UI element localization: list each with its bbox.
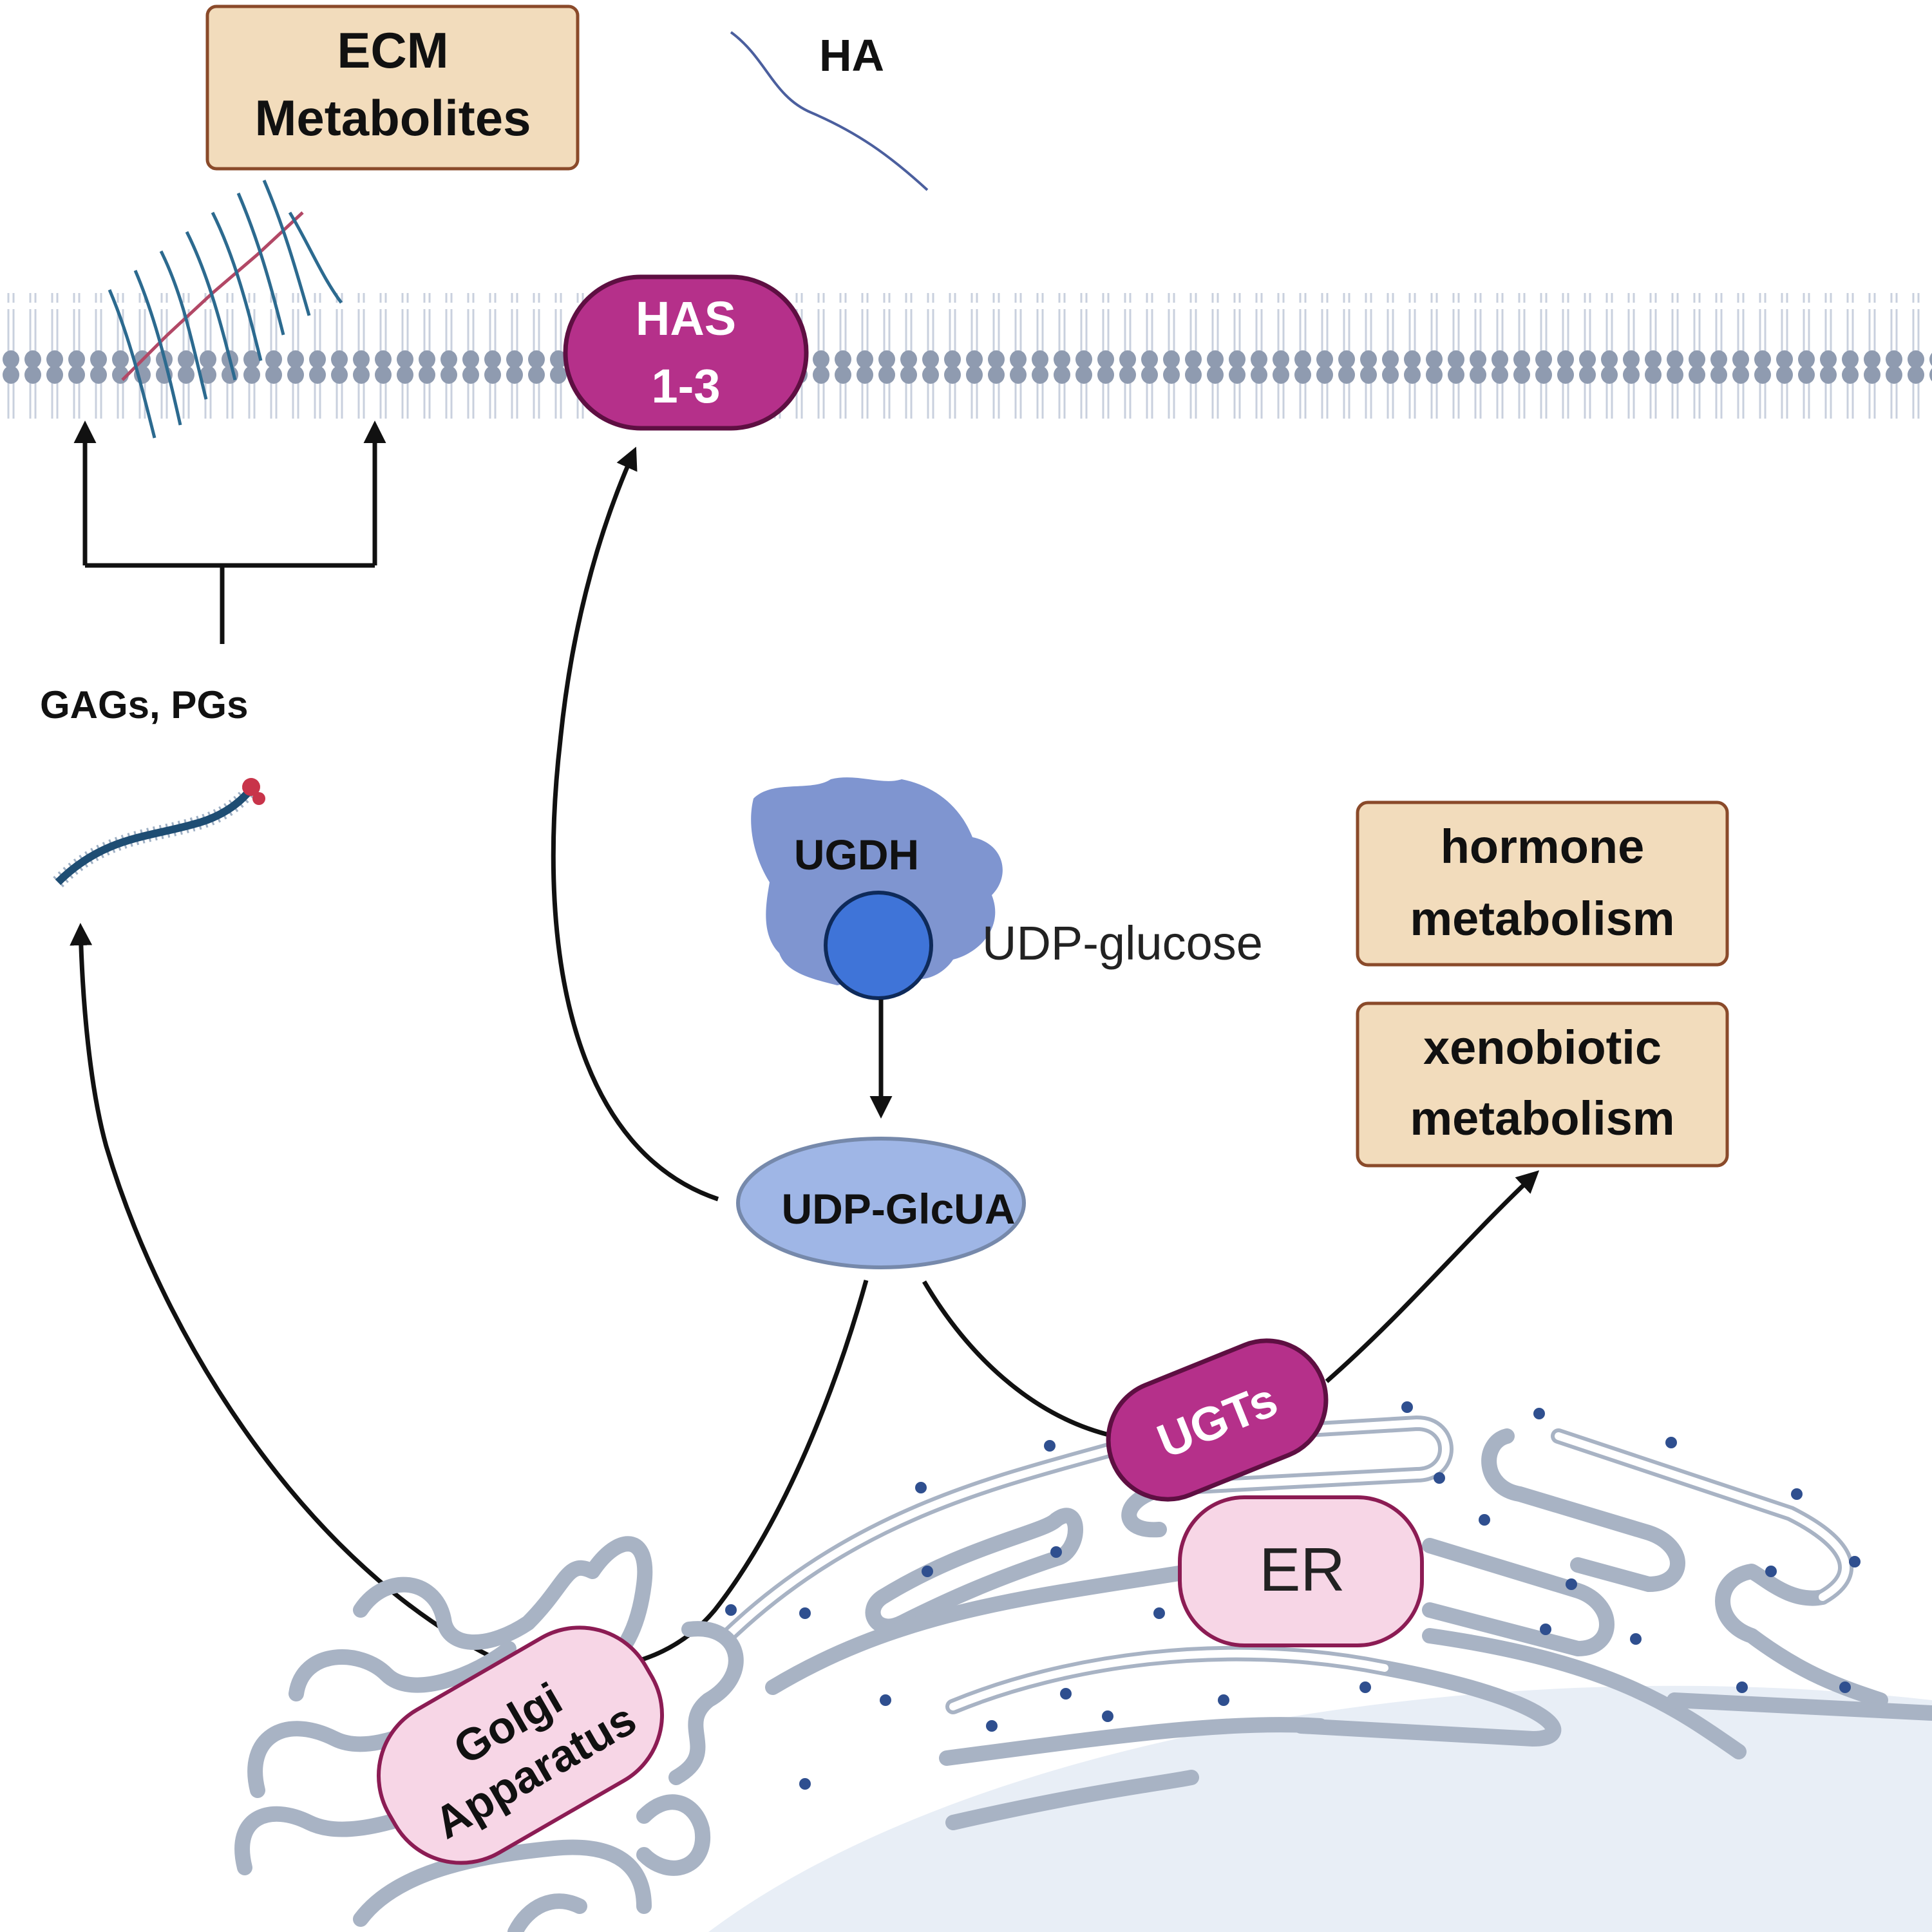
er-label: ER bbox=[1259, 1535, 1345, 1604]
nucleus bbox=[708, 1685, 1932, 1932]
hormone-metabolism-box: hormone metabolism bbox=[1356, 800, 1729, 967]
has-line2: 1-3 bbox=[652, 359, 721, 413]
proteoglycan-icon bbox=[108, 180, 343, 439]
udp-glucose-molecule bbox=[824, 891, 933, 1000]
ecm-line2: Metabolites bbox=[254, 90, 531, 146]
golgi-to-gags-arrow bbox=[70, 923, 516, 1671]
ugdh-enzyme: UGDH bbox=[751, 777, 1003, 985]
udp-glcua-label: UDP-GlcUA bbox=[781, 1185, 1015, 1233]
ecm-metabolites-box: ECM Metabolites bbox=[205, 5, 580, 171]
udp-glcua-molecule: UDP-GlcUA bbox=[736, 1137, 1026, 1269]
ha-strand-icon bbox=[730, 31, 929, 191]
xenobiotic-line2: metabolism bbox=[1410, 1092, 1674, 1145]
gag-chain-icon bbox=[53, 778, 265, 887]
ugdh-label: UGDH bbox=[794, 831, 919, 878]
endoplasmic-reticulum bbox=[720, 1416, 1932, 1830]
udp-glucose-label: UDP-glucose bbox=[982, 916, 1263, 970]
glcua-to-golgi-line bbox=[608, 1280, 869, 1671]
glcua-to-ugts-line bbox=[922, 1280, 1115, 1439]
ugts-to-xenobiotic-arrow bbox=[1325, 1170, 1540, 1383]
er-label-box: ER bbox=[1178, 1495, 1424, 1647]
ecm-line1: ECM bbox=[337, 22, 448, 79]
cell-membrane bbox=[0, 293, 1932, 419]
glcua-to-has-arrow bbox=[551, 446, 719, 1202]
hormone-line2: metabolism bbox=[1410, 892, 1674, 945]
hormone-line1: hormone bbox=[1441, 820, 1645, 873]
ugts-enzyme: UGTs bbox=[1106, 1338, 1329, 1502]
has-enzyme: HAS 1-3 bbox=[563, 274, 809, 431]
xenobiotic-line1: xenobiotic bbox=[1423, 1021, 1662, 1074]
has-line1: HAS bbox=[636, 292, 736, 345]
ha-label: HA bbox=[819, 30, 884, 80]
golgi-label-box: Golgi Apparatus bbox=[377, 1625, 664, 1865]
xenobiotic-metabolism-box: xenobiotic metabolism bbox=[1356, 1001, 1729, 1168]
gags-to-membrane-arrows bbox=[73, 421, 386, 644]
gags-pgs-label: GAGs, PGs bbox=[40, 683, 248, 726]
